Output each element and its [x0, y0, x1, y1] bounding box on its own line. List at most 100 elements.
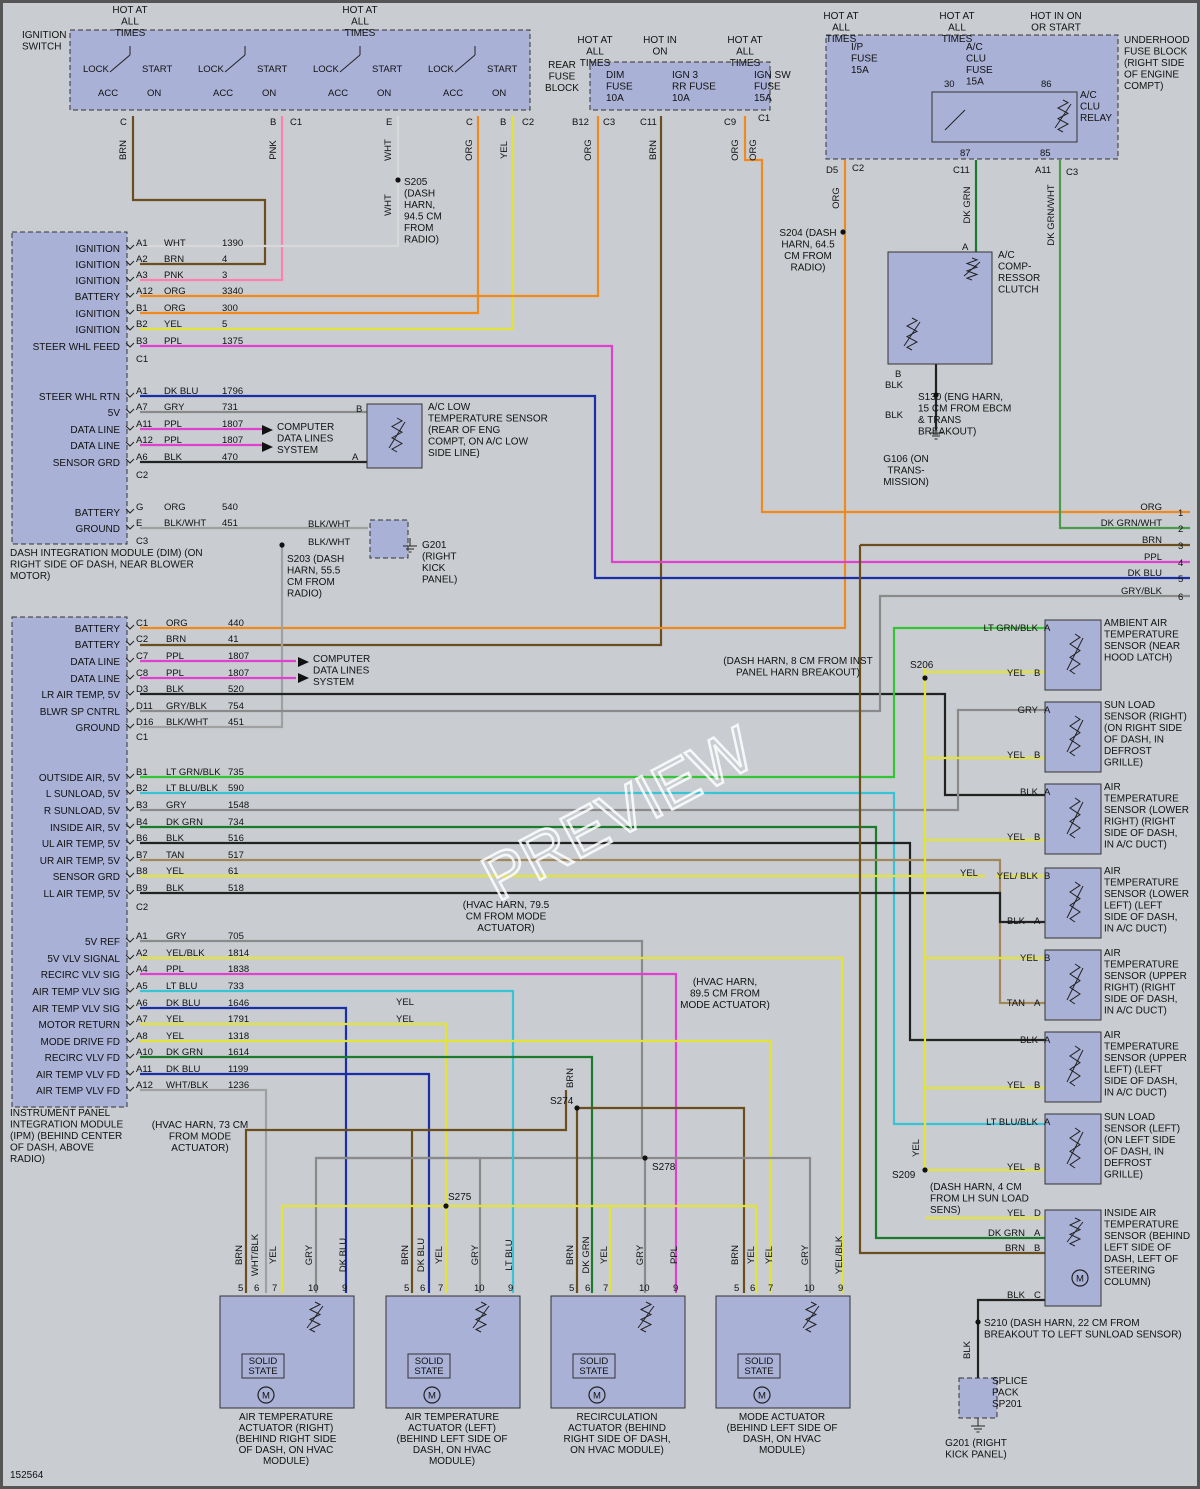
yel-label: YEL: [396, 1014, 414, 1025]
ac-comp-pin-b: B: [895, 369, 901, 380]
ipm-pin-id: C7: [136, 651, 148, 662]
actuator-wire-color: BRN: [565, 1245, 576, 1265]
ignition-switch-box: [69, 29, 531, 111]
actuator-motor-icon: [588, 1386, 606, 1404]
ignsw-fuse-label: 15A: [754, 93, 772, 104]
actuator-title: AIR TEMPERATURE: [405, 1412, 499, 1423]
switch-contact-icon: [454, 54, 476, 73]
actuator-title: AIR TEMPERATURE: [239, 1412, 333, 1423]
ipm-pin-id: C2: [136, 634, 148, 645]
ipm-circuit-number: 516: [228, 833, 244, 844]
solid-state-box: [241, 1353, 285, 1379]
actuator-pin-id: 9: [342, 1283, 347, 1294]
ipm-pin-connector: [125, 1053, 135, 1059]
sensor-pin-id: A: [1034, 998, 1041, 1009]
actuator-box: [550, 1295, 686, 1409]
edge-wire-color: GRY/BLK: [1121, 586, 1163, 597]
underhood-hot-label: HOT IN ON: [1030, 11, 1081, 22]
ignition-acc-label: ACC: [443, 88, 463, 99]
underhood-hot-label: TIMES: [942, 34, 973, 45]
g201b-ground-icon: [971, 1418, 985, 1433]
vertical-wire-label: ORG: [831, 187, 842, 209]
sensor-pin-id: A: [1044, 623, 1051, 634]
inside-sensor-motor-icon: [1071, 1269, 1089, 1287]
actuator-title: MODULE): [429, 1456, 475, 1467]
arrow-icon: [298, 673, 309, 683]
wire-lt-grn-blk: [140, 626, 1045, 779]
inside-sensor-title: STEERING: [1104, 1266, 1155, 1277]
actuator-pin-id: 10: [639, 1283, 650, 1294]
ipm-circuit-number: 1199: [228, 1064, 248, 1075]
sensor-resistor-icon-arrow: [1066, 719, 1084, 753]
ipm-wire-color: GRY/BLK: [166, 701, 208, 712]
actuator-pin-id: 6: [254, 1283, 259, 1294]
ipm-wire-color: BLK: [166, 684, 185, 695]
actuator-wire-color: YEL: [746, 1246, 757, 1264]
actuator-wire-color: GRY: [304, 1244, 315, 1265]
fuse-hot-label: HOT IN: [643, 35, 677, 46]
dim-pin-id: B2: [136, 319, 148, 330]
relay-label: RELAY: [1080, 113, 1112, 124]
ipm-pin-id: C1: [136, 618, 148, 629]
switch-contact-icon: [339, 54, 361, 73]
ipm-wire-color: DK BLU: [166, 1064, 200, 1075]
dim-pin-id: A1: [136, 238, 148, 249]
ipm-pin-id: B6: [136, 833, 148, 844]
s130-dot: [933, 392, 939, 398]
ipm-wire-color: YEL: [166, 866, 184, 877]
actuator-pin-id: 6: [750, 1283, 755, 1294]
sensor-wire-color: BLK: [1007, 916, 1026, 927]
aclu-fuse-label: FUSE: [966, 65, 993, 76]
vertical-wire-label: YEL: [911, 1139, 922, 1157]
s209-dot: [922, 1167, 928, 1173]
inside-sensor-resistor-icon-arrow: [1066, 1221, 1084, 1243]
sensor-pin-id: B: [1044, 953, 1050, 964]
sensor-title: SIDE OF DASH,: [1104, 1076, 1177, 1087]
dim-circuit-number: 5: [222, 319, 227, 330]
sp201-label: SP201: [992, 1399, 1022, 1410]
dim-pin-label: BATTERY: [75, 508, 121, 519]
sensor-title: TEMPERATURE: [1104, 1042, 1179, 1053]
dim-wire-color: DK BLU: [164, 386, 198, 397]
g201b-label: G201 (RIGHT: [945, 1438, 1007, 1449]
sensor-wire-color: BLK: [1020, 787, 1039, 798]
ipm-pin-connector: [125, 937, 135, 943]
ipm-pin-label: LR AIR TEMP, 5V: [41, 690, 120, 701]
ign3-fuse-label: 10A: [672, 93, 690, 104]
wire-blk: [140, 692, 1045, 797]
actuator-pin-id: 9: [838, 1283, 843, 1294]
wire-yel: [380, 1022, 448, 1293]
ipm-computer-label: DATA LINES: [313, 666, 370, 677]
dim-wire-color: GRY: [164, 402, 185, 413]
ignition-on-label: ON: [492, 88, 506, 99]
dim-wire-color: WHT: [164, 238, 186, 249]
solid-state-label: STATE: [414, 1366, 443, 1377]
sensor-pin-id: B: [1044, 871, 1050, 882]
dim-c3: C3: [136, 536, 148, 547]
vertical-wire-label: DK GRN: [962, 186, 973, 223]
actuator-motor-icon: [423, 1386, 441, 1404]
actuator-pin-id: 10: [804, 1283, 815, 1294]
sensor-wire-color: YEL: [1007, 1162, 1025, 1173]
wire-brn: [244, 1090, 568, 1293]
yel-label: YEL: [396, 997, 414, 1008]
g201b-label: KICK PANEL): [945, 1450, 1007, 1461]
dim-c2: C2: [136, 470, 148, 481]
inside-sensor-title: SENSOR (BEHIND: [1104, 1231, 1190, 1242]
s205-label: HARN,: [404, 200, 435, 211]
actuator-wire-color: BRN: [400, 1245, 411, 1265]
ipm-pin-label: AIR TEMP VLV FD: [36, 1086, 120, 1097]
ignition-start-label: START: [487, 64, 517, 75]
inside-sensor-pin: C: [1034, 1290, 1041, 1301]
ipm-wire-color: BRN: [166, 634, 186, 645]
ipm-pin-id: B2: [136, 783, 148, 794]
sensor-title: AIR: [1104, 1030, 1121, 1041]
ipm-circuit-number: 754: [228, 701, 244, 712]
s203-label: S203 (DASH: [287, 554, 344, 565]
ipm-pin-label: MOTOR RETURN: [39, 1020, 120, 1031]
ipm-circuit-number: 61: [228, 866, 239, 877]
ign3-fuse-label: RR FUSE: [672, 82, 716, 93]
rear-fuse-block-box: [589, 61, 771, 111]
dim-pin-id: G: [136, 502, 143, 513]
wire-wht: [140, 116, 400, 248]
